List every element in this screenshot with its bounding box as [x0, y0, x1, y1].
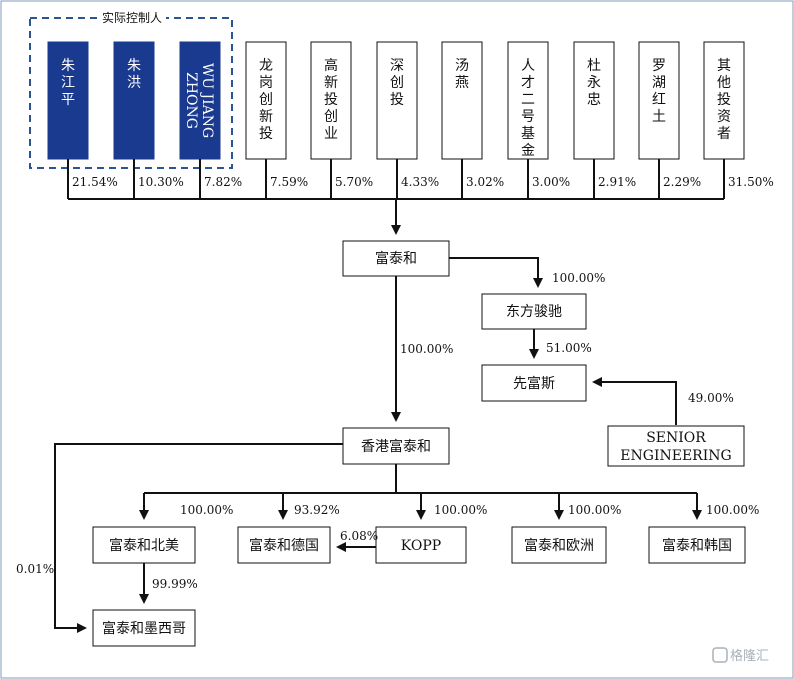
dongfang-label: 东方骏驰	[506, 304, 562, 320]
xianfusi-label: 先富斯	[513, 375, 555, 392]
futaihe-to-dongfang-arrow	[449, 257, 543, 288]
eu-box	[511, 526, 607, 564]
shareholder-box	[376, 41, 418, 160]
dongfang-box	[481, 293, 587, 330]
edge-hk-na-pct: 100.00%	[180, 503, 233, 517]
de-box	[237, 526, 331, 564]
mx-label: 富泰和墨西哥	[102, 620, 186, 637]
controller-group-label: 实际控制人	[102, 10, 162, 25]
xianfusi-box	[481, 364, 587, 402]
shareholder-pct: 4.33%	[401, 175, 439, 189]
shareholder-row: 朱江平 21.54% 朱洪 10.30% WU JIANGZHONG 7.82% 龙岗创新投…	[47, 41, 774, 199]
hk-to-mx-arrow	[54, 443, 343, 633]
senior-engineering-label-line1: SENIOR	[646, 430, 706, 446]
shareholder-name: 汤燕	[455, 58, 469, 91]
shareholder-pct: 10.30%	[138, 175, 184, 189]
shareholder-name: 朱洪	[127, 58, 141, 91]
shareholder-box	[47, 41, 89, 160]
shareholder-box	[179, 41, 221, 160]
shareholder-pct: 2.91%	[598, 175, 636, 189]
na-label: 富泰和北美	[109, 537, 179, 554]
kr-box	[648, 526, 746, 564]
edge-futaihe-dongfang-pct: 100.00%	[552, 271, 605, 285]
shareholder-name: 高新投创业	[324, 57, 338, 142]
watermark-text: 格隆汇	[730, 648, 769, 664]
futaihe-label: 富泰和	[375, 250, 417, 267]
edge-hk-kr-pct: 100.00%	[706, 503, 759, 517]
shareholder-pct: 7.59%	[270, 175, 308, 189]
kr-label: 富泰和韩国	[662, 537, 732, 554]
kopp-label: KOPP	[401, 538, 441, 554]
shareholder-box	[573, 41, 615, 160]
shareholder-name: 罗湖红土	[652, 58, 666, 125]
senior-to-xianfusi-arrow	[592, 377, 677, 425]
senior-engineering-label-line2: ENGINEERING	[620, 448, 731, 464]
kopp-box	[375, 526, 467, 564]
shareholder-name: 其他投资者	[717, 58, 731, 142]
edge-hk-eu-pct: 100.00%	[568, 503, 621, 517]
shareholder-pct: 31.50%	[728, 175, 774, 189]
shareholder-pct: 5.70%	[335, 175, 373, 189]
na-box	[92, 526, 196, 564]
edge-kopp-de-pct: 6.08%	[340, 529, 378, 543]
watermark-logo-icon	[712, 647, 728, 663]
shareholder-name: 深创投	[390, 58, 404, 108]
controller-label-bg	[98, 10, 166, 26]
edge-hk-de-pct: 93.92%	[294, 503, 340, 517]
shareholder-name: 龙岗创新投	[259, 58, 273, 142]
edge-senior-xianfusi-pct: 49.00%	[688, 391, 734, 405]
edge-dongfang-xianfusi-pct: 51.00%	[546, 341, 592, 355]
shareholder-name: WU JIANGZHONG	[183, 63, 215, 138]
edge-hk-mx-pct: 0.01%	[16, 562, 54, 576]
shareholder-box	[245, 41, 287, 160]
shareholder-pct: 2.29%	[663, 175, 701, 189]
shareholder-name: 杜永忠	[587, 58, 601, 108]
watermark: 格隆汇	[712, 647, 769, 664]
shareholder-name: 人才二号基金	[521, 58, 535, 159]
hk-futaihe-box	[342, 427, 450, 465]
shareholder-name: 朱江平	[61, 58, 75, 108]
shareholder-box	[441, 41, 483, 160]
shareholder-pct: 3.02%	[466, 175, 504, 189]
de-label: 富泰和德国	[249, 537, 319, 554]
edge-hk-kopp-pct: 100.00%	[434, 503, 487, 517]
shareholder-pct: 7.82%	[204, 175, 242, 189]
hk-futaihe-label: 香港富泰和	[361, 438, 431, 455]
shareholder-box	[310, 41, 352, 160]
mx-box	[92, 609, 196, 647]
senior-engineering-box	[607, 425, 745, 467]
shareholder-box	[507, 41, 549, 160]
edge-na-mx-pct: 99.99%	[152, 577, 198, 591]
edge-futaihe-hk-pct: 100.00%	[400, 342, 453, 356]
eu-label: 富泰和欧洲	[524, 537, 594, 554]
shareholder-pct: 21.54%	[72, 175, 118, 189]
shareholder-box	[703, 41, 745, 160]
shareholder-pct: 3.00%	[532, 175, 570, 189]
